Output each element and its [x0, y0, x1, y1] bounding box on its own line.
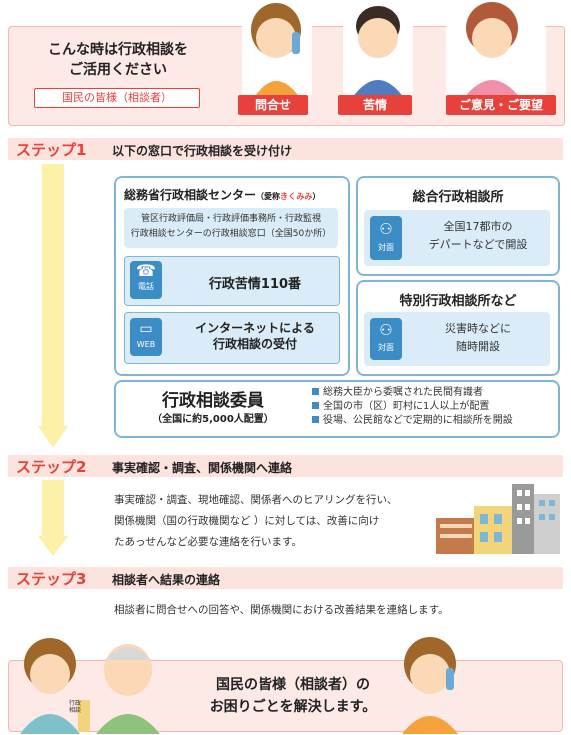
iin-box: [114, 380, 560, 438]
step2-label: ステップ2: [16, 458, 87, 476]
step3-band: [8, 567, 563, 589]
step1-band: [8, 138, 563, 160]
step2-body: 事実確認・調査、現地確認、関係者へのヒアリングを行い、 関係機関（国の行政機関な…: [114, 494, 398, 548]
phone-text: 行政苦情110番: [208, 277, 302, 292]
tokubetsu-text: 災害時などに 随時開設: [445, 322, 511, 353]
header-subtitle: 国民の皆様（相談者）: [34, 88, 200, 108]
step2-arrow: [38, 480, 68, 556]
iin-bullet: 全国の市（区）町村に1人以上が配置: [312, 400, 556, 414]
woman-phone-illustration: [242, 3, 312, 98]
sogo-text: 全国17都市の デパートなどで開設: [428, 220, 528, 251]
tokubetsu-title: 特別行政相談所など: [399, 294, 517, 309]
woman-worried-illustration: [446, 2, 546, 98]
sogo-title: 総合行政相談所: [412, 190, 504, 205]
step2-band: [8, 455, 563, 477]
phone-icon: ☎ 電話: [130, 261, 162, 299]
header-title: こんな時は行政相談を ご活用ください: [48, 42, 188, 78]
tag-complaint: 苦情: [338, 95, 412, 115]
boy-angry-illustration: [343, 5, 413, 98]
center-title: 総務省行政相談センター（愛称きくみみ）: [124, 188, 321, 202]
buildings-illustration: [436, 484, 560, 554]
step3-label: ステップ3: [16, 570, 87, 588]
iin-bullets: 総務大臣から委嘱された民間有識者 全国の市（区）町村に1人以上が配置 役場、公民…: [312, 386, 556, 428]
iin-sub: （全国に約5,000人配置）: [152, 414, 274, 425]
tag-inquiry: 問合せ: [238, 95, 308, 115]
iin-bullet: 役場、公民館などで定期的に相談所を開設: [312, 414, 556, 428]
step3-body: 相談者に問合せへの回答や、関係機関における改善結果を連絡します。: [114, 604, 449, 616]
computer-icon: ▭ WEB: [130, 318, 162, 356]
step1-title: 以下の窓口で行政相談を受け付け: [112, 144, 293, 158]
footer-message: 国民の皆様（相談者）の お困りごとを解決します。: [209, 677, 377, 715]
face-to-face-icon: ⚇ 対面: [370, 216, 402, 260]
woman-phone-illustration: [402, 637, 458, 734]
center-desc: 管区行政評価局・行政評価事務所・行政監視 行政相談センターの行政相談窓口（全国5…: [124, 208, 338, 248]
staff-illustration: [20, 638, 160, 734]
desk-label: 行政相談: [68, 700, 81, 714]
iin-title: 行政相談委員: [162, 391, 264, 411]
iin-bullet: 総務大臣から委嘱された民間有識者: [312, 386, 556, 400]
tag-opinion: ご意見・ご要望: [446, 95, 556, 115]
people-illustration: [242, 2, 546, 98]
step1-label: ステップ1: [16, 141, 87, 159]
step2-title: 事実確認・調査、関係機関へ連絡: [112, 461, 293, 475]
web-text: インターネットによる 行政相談の受付: [195, 321, 315, 351]
face-to-face-icon: ⚇ 対面: [370, 318, 402, 360]
step3-title: 相談者へ結果の連絡: [112, 573, 221, 587]
step1-arrow: [38, 164, 68, 448]
footer-panel: [8, 660, 563, 732]
